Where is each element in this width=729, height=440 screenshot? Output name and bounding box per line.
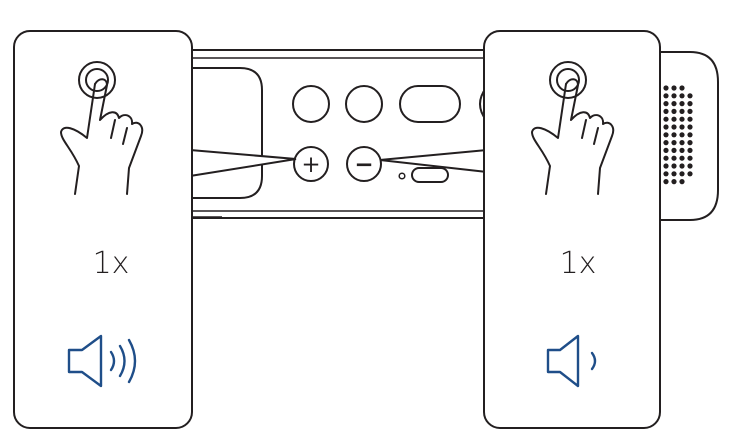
grille-dot [679,132,685,138]
indicator-led [398,172,406,180]
left-instruction-panel: 1x [13,30,193,429]
plus-button [293,146,329,182]
minus-button [346,146,382,182]
device-button-round-2 [345,85,383,123]
grille-dot [679,163,685,169]
grille-dot [663,93,669,99]
grille-dot [663,163,669,169]
grille-dot [679,171,685,177]
device-body [185,49,507,219]
grille-dot [687,171,693,177]
grille-dot [663,140,669,146]
grille-dot [663,85,669,91]
minus-button-label: − [354,152,373,178]
right-press-count: 1x [560,246,597,281]
device-volume-buttons: + − [293,146,449,183]
grille-dot [679,85,685,91]
grille-dot [687,147,693,153]
grille-dot [687,101,693,107]
grille-dot [671,124,677,130]
grille-dot [663,179,669,185]
grille-dot [671,132,677,138]
grille-dot [671,171,677,177]
grille-dot [679,155,685,161]
grille-dot [679,108,685,114]
grille-dot [663,108,669,114]
grille-dot [679,124,685,130]
charging-port [411,167,449,183]
grille-dot [663,147,669,153]
grille-dot [679,147,685,153]
grille-dot [671,140,677,146]
grille-dot [679,101,685,107]
grille-dot [687,155,693,161]
callout-pointers [189,149,488,177]
grille-dot [663,155,669,161]
press-hand-icon [531,61,615,195]
grille-dot [687,116,693,122]
grille-dot [671,155,677,161]
left-callout-pointer [190,150,296,176]
grille-dot [663,116,669,122]
grille-dot [687,140,693,146]
grille-dot [687,132,693,138]
left-press-count: 1x [93,246,130,281]
grille-dot [671,108,677,114]
grille-dot [687,93,693,99]
grille-dot [687,124,693,130]
plus-button-label: + [301,152,320,178]
grille-dot [671,147,677,153]
speaker-quiet-icon [546,334,597,388]
grille-dot [679,116,685,122]
grille-dot [663,132,669,138]
speaker-module [654,51,719,221]
grille-dot [687,163,693,169]
press-hand-icon [60,61,144,195]
right-instruction-panel: 1x [483,30,661,429]
grille-dot [663,171,669,177]
device-button-pill [399,85,461,123]
grille-dot [671,85,677,91]
right-callout-pointer [380,150,487,172]
grille-dot [671,163,677,169]
grille-dot [663,124,669,130]
grille-dot [671,116,677,122]
grille-dot [663,101,669,107]
grille-dot [671,93,677,99]
speaker-grille [663,85,693,185]
grille-dot [671,179,677,185]
grille-dot [679,179,685,185]
grille-dot [679,140,685,146]
grille-dot [671,101,677,107]
speaker-loud-icon [67,334,137,388]
device-top-buttons [292,85,487,123]
grille-dot [687,108,693,114]
grille-dot [679,93,685,99]
device-button-round-1 [292,85,330,123]
